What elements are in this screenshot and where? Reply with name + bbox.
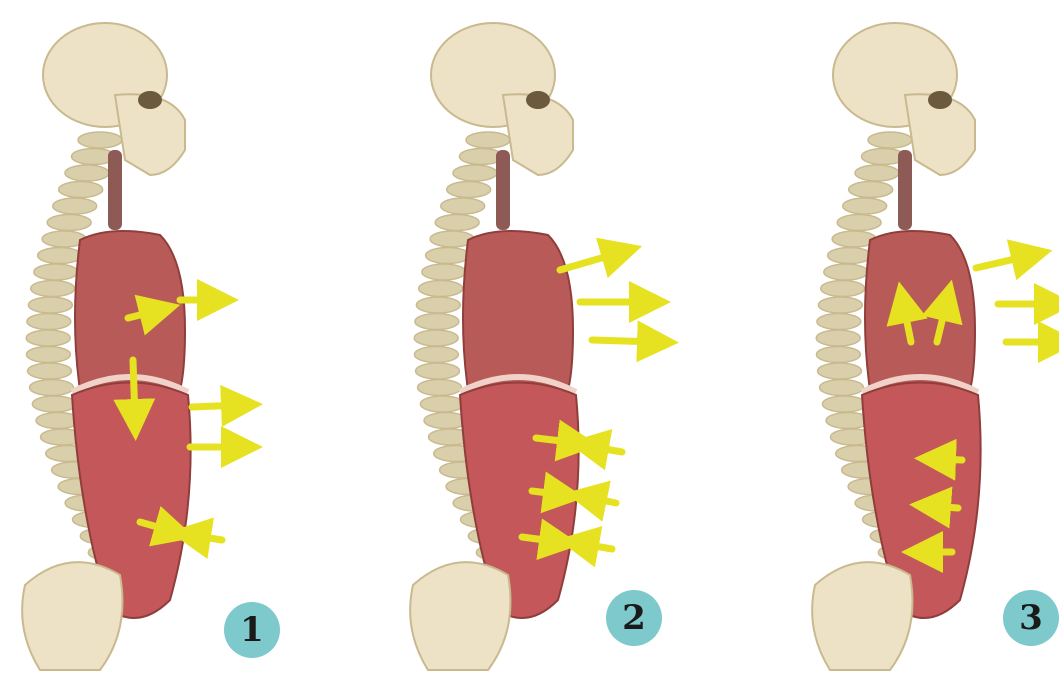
panel-number-badge-1: 1 [224,602,280,658]
vertebra [824,264,868,280]
panel-number-3: 3 [1019,598,1043,638]
vertebra [415,314,459,330]
arrow-icon [592,340,658,342]
panel-number-2: 2 [622,598,646,638]
vertebra [65,165,109,181]
vertebra [422,264,466,280]
vertebra [78,132,122,148]
arrow-icon [532,491,564,495]
arrow-icon [935,459,962,460]
vertebra [447,182,491,198]
pelvis-icon [410,562,510,670]
vertebra [420,396,464,412]
vertebra [53,198,97,214]
eye-socket [928,91,952,109]
vertebra [818,297,862,313]
vertebra [817,314,861,330]
vertebra [868,132,912,148]
vertebra [26,347,70,363]
vertebra [28,297,72,313]
figure-panel-2 [410,23,658,670]
figure-panel-3 [812,23,1059,670]
vertebra [822,396,866,412]
vertebra [27,314,71,330]
vertebra [416,363,460,379]
pelvis-icon [812,562,912,670]
panel-number-badge-3: 3 [1003,590,1059,646]
arrow-icon [560,252,622,270]
trachea [108,150,122,230]
lung-icon [463,231,573,390]
eye-socket [526,91,550,109]
vertebra [414,330,458,346]
vertebra [843,198,887,214]
vertebra [32,396,76,412]
arrow-icon [930,506,958,508]
arrow-icon [586,497,616,503]
vertebra [26,330,70,346]
arrow-icon [976,255,1032,268]
vertebra [818,363,862,379]
vertebra [419,281,463,297]
vertebra [816,330,860,346]
arrow-icon [133,360,135,420]
vertebra [29,380,73,396]
lung-icon [865,231,975,390]
trachea [496,150,510,230]
vertebra [441,198,485,214]
arrow-icon [578,543,612,549]
vertebra [416,297,460,313]
eye-socket [138,91,162,109]
vertebra [837,215,881,231]
vertebra [828,248,872,264]
vertebra [819,380,863,396]
arrow-icon [536,438,578,443]
trachea [898,150,912,230]
pelvis-icon [22,562,122,670]
vertebra [816,347,860,363]
arrow-icon [192,405,242,407]
vertebra [435,215,479,231]
arrow-icon [190,535,222,540]
vertebra [453,165,497,181]
panel-number-badge-2: 2 [606,590,662,646]
vertebra [38,248,82,264]
figure-panel-1 [22,23,242,670]
vertebra [47,215,91,231]
arrow-icon [522,537,560,542]
vertebra [28,363,72,379]
vertebra [34,264,78,280]
vertebra [414,347,458,363]
vertebra [31,281,75,297]
vertebra [426,248,470,264]
vertebra [849,182,893,198]
vertebra [417,380,461,396]
arrow-icon [588,446,622,452]
panel-number-1: 1 [240,610,264,650]
vertebra [821,281,865,297]
vertebra [59,182,103,198]
vertebra [855,165,899,181]
vertebra [466,132,510,148]
